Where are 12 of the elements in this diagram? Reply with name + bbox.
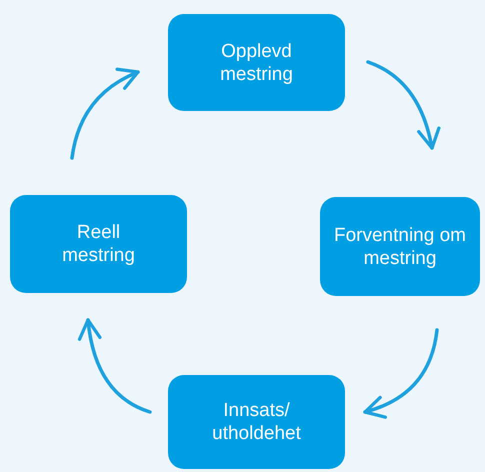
- process-box: [168, 14, 345, 111]
- process-box: [168, 375, 345, 469]
- curved-arrow: [366, 60, 440, 150]
- curved-arrow: [70, 68, 140, 160]
- box-label: Forventning om mestring: [332, 224, 467, 270]
- box-label: Opplevd mestring: [219, 40, 294, 86]
- curved-arrow: [78, 318, 152, 414]
- curved-arrow: [363, 328, 439, 418]
- process-box: [10, 195, 187, 293]
- box-label: Innsats/ utholdehet: [211, 399, 302, 445]
- box-label: Reell mestring: [61, 221, 136, 267]
- process-box: [320, 197, 480, 296]
